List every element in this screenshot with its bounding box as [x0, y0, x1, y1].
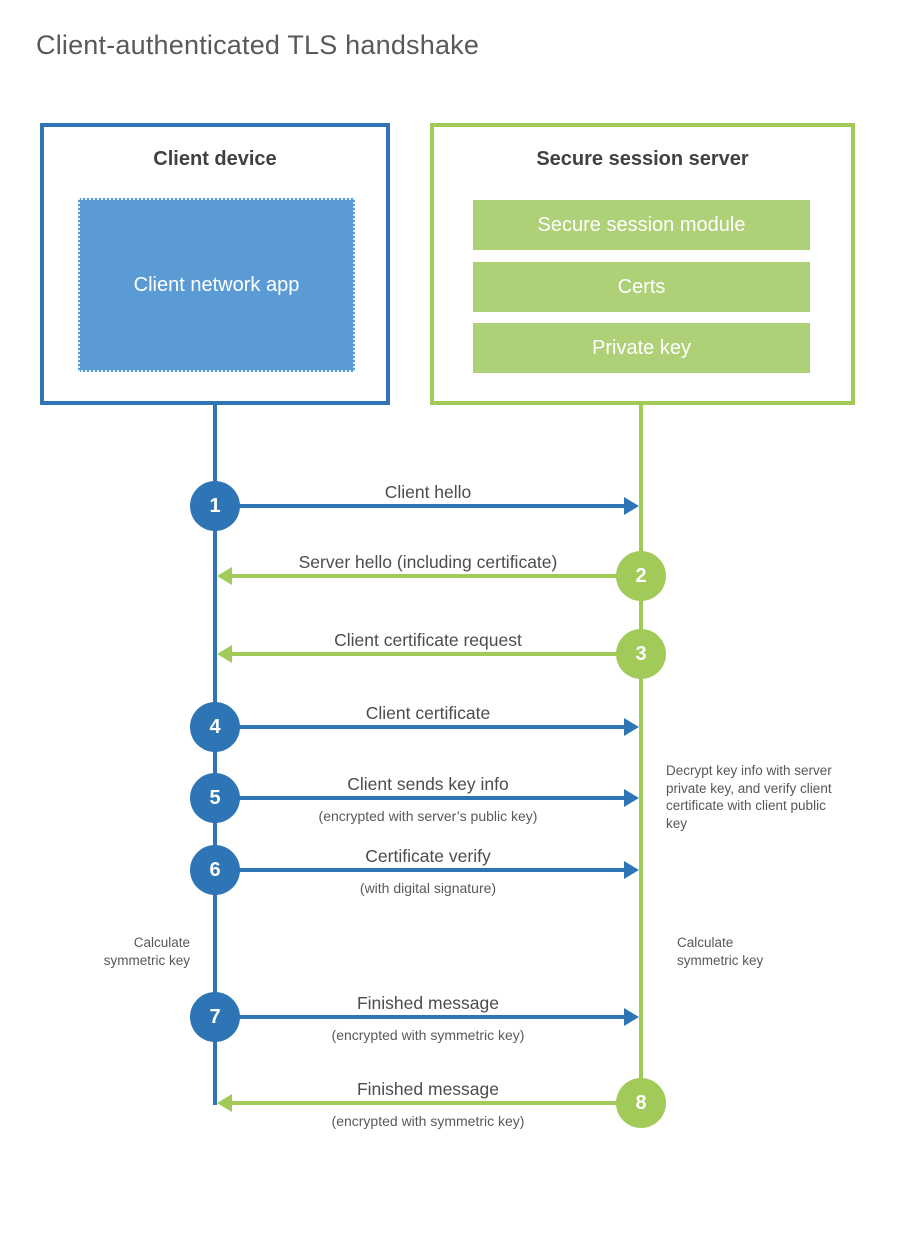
step-label: Finished message	[356, 993, 500, 1013]
arrow-shaft	[215, 504, 624, 508]
server-heading: Secure session server	[536, 148, 749, 170]
handshake-step-4: Client certificate 4	[0, 702, 900, 752]
step-number-badge: 4	[190, 702, 240, 752]
step-number-badge: 1	[190, 481, 240, 531]
arrow-right-icon	[624, 789, 639, 807]
page-title: Client-authenticated TLS handshake	[36, 30, 480, 60]
server-lifeline	[639, 405, 643, 1103]
step-number-badge: 7	[190, 992, 240, 1042]
client-network-app-label: Client network app	[133, 273, 300, 296]
arrow-left-icon	[217, 1094, 232, 1112]
handshake-step-1: Client hello 1	[0, 481, 900, 531]
step-number-badge: 2	[616, 551, 666, 601]
step-label: Client hello	[384, 482, 472, 502]
step-sublabel: (encrypted with symmetric key)	[331, 1027, 525, 1043]
client-device-box: Client device Client network app	[40, 123, 390, 405]
server-module-certs: Certs	[473, 262, 810, 312]
handshake-step-2: Server hello (including certificate) 2	[0, 551, 900, 601]
step-sublabel: (with digital signature)	[359, 880, 497, 896]
server-module-private-key: Private key	[473, 323, 810, 373]
handshake-step-5: Client sends key info 5 (encrypted with …	[0, 773, 900, 824]
arrow-shaft	[215, 868, 624, 872]
arrow-right-icon	[624, 1008, 639, 1026]
client-device-heading: Client device	[153, 148, 277, 170]
arrow-shaft	[232, 1101, 641, 1105]
arrow-shaft	[215, 1015, 624, 1019]
secure-session-server-box: Secure session server Secure session mod…	[430, 123, 855, 405]
handshake-step-6: Certificate verify 6 (with digital signa…	[0, 845, 900, 896]
client-lifeline	[213, 405, 217, 1105]
server-module-secure-session: Secure session module	[473, 200, 810, 250]
calculate-symmetric-key-note-server: Calculate symmetric key	[677, 935, 764, 968]
arrow-shaft	[215, 725, 624, 729]
arrow-left-icon	[217, 567, 232, 585]
arrow-shaft	[215, 796, 624, 800]
arrow-right-icon	[624, 718, 639, 736]
handshake-step-8: Finished message 8 (encrypted with symme…	[0, 1078, 900, 1129]
decrypt-key-note: Decrypt key info with server private key…	[666, 763, 832, 831]
arrow-left-icon	[217, 645, 232, 663]
step-label: Finished message	[356, 1079, 500, 1099]
handshake-step-7: Finished message 7 (encrypted with symme…	[0, 992, 900, 1043]
step-label: Certificate verify	[365, 846, 491, 866]
step-label: Client certificate request	[334, 630, 522, 650]
step-sublabel: (encrypted with server’s public key)	[318, 808, 538, 824]
step-number-badge: 5	[190, 773, 240, 823]
step-label: Client sends key info	[347, 774, 509, 794]
arrow-right-icon	[624, 861, 639, 879]
step-number-badge: 3	[616, 629, 666, 679]
arrow-right-icon	[624, 497, 639, 515]
arrow-shaft	[232, 652, 641, 656]
arrow-shaft	[232, 574, 641, 578]
step-number-badge: 6	[190, 845, 240, 895]
step-label: Server hello (including certificate)	[298, 552, 558, 572]
calculate-symmetric-key-note-client: Calculate symmetric key	[103, 935, 190, 968]
handshake-step-3: Client certificate request 3	[0, 629, 900, 679]
step-number-badge: 8	[616, 1078, 666, 1128]
client-network-app-box: Client network app	[78, 198, 355, 372]
step-label: Client certificate	[365, 703, 491, 723]
step-sublabel: (encrypted with symmetric key)	[331, 1113, 525, 1129]
